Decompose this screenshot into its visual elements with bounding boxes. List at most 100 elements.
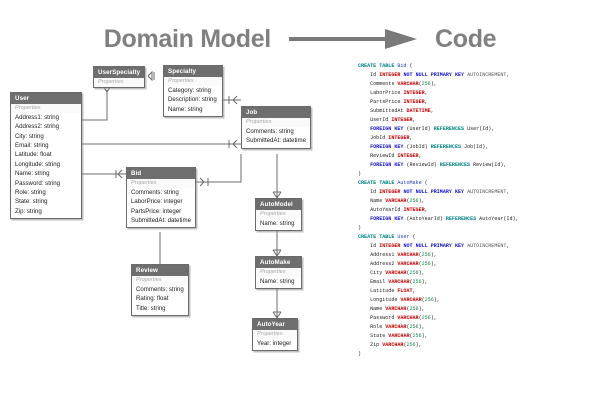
sql-code-panel[interactable]: CREATE TABLE Bid ( Id INTEGER NOT NULL P… (358, 62, 600, 400)
sql-close-line: ) (358, 171, 362, 177)
sql-column-line: Name VARCHAR(256), (358, 198, 425, 204)
entity-property: SubmittedAt: datetime (246, 137, 306, 145)
entity-property: Category: string (168, 86, 212, 94)
entity-property: Password: string (15, 179, 61, 187)
entity-property: Comments: string (136, 285, 184, 293)
entity-property: Longitude: string (15, 160, 61, 168)
sql-column-line: City VARCHAR(256), (358, 270, 425, 276)
entity-properties-label-userspecialty: Properties (94, 78, 144, 87)
sql-column-line: Address2 VARCHAR(256), (358, 261, 437, 267)
sql-column-line: Id INTEGER NOT NULL PRIMARY KEY AUTOINCR… (358, 243, 510, 249)
entity-title-automake: AutoMake (256, 257, 301, 269)
entity-property: Address1: string (15, 113, 60, 121)
entity-title-userspecialty: UserSpecialty (94, 67, 144, 79)
sql-column-line: Zip VARCHAR(256), (358, 342, 422, 348)
sql-column-line: LaborPrice INTEGER, (358, 90, 428, 96)
sql-column-line: Email VARCHAR(256), (358, 279, 428, 285)
sql-column-line: Name VARCHAR(256), (358, 306, 425, 312)
sql-column-line: SubmittedAt DATETIME, (358, 108, 434, 114)
entity-properties-label-automake: Properties (256, 268, 301, 277)
entity-properties-label-job: Properties (242, 118, 310, 127)
relationship-edges (82, 70, 282, 319)
sql-column-line: Password VARCHAR(256), (358, 315, 437, 321)
entity-properties-label-review: Properties (132, 276, 188, 285)
entity-properties-label-user: Properties (11, 104, 81, 113)
sql-create-line: CREATE TABLE User ( (358, 234, 416, 240)
header-banner: Domain Model Code (0, 18, 600, 60)
entity-properties-label-specialty: Properties (164, 77, 222, 86)
entity-property: Title: string (136, 304, 166, 312)
sql-column-line: Role VARCHAR(256), (358, 324, 425, 330)
sql-column-line: Id INTEGER NOT NULL PRIMARY KEY AUTOINCR… (358, 72, 510, 78)
sql-column-line: ReviewId INTEGER, (358, 153, 422, 159)
entity-property-list-autoyear: Year: integer (253, 339, 297, 350)
sql-create-line: CREATE TABLE AutoMake ( (358, 180, 428, 186)
entity-property: Comments: string (246, 127, 294, 135)
sql-close-line: ) (358, 225, 362, 231)
entity-property: Rating: float (136, 295, 169, 303)
entity-property: PartsPrice: integer (131, 207, 182, 215)
sql-column-line: FOREIGN KEY (ReviewId) REFERENCES Review… (370, 162, 507, 168)
entity-property: Name: string (260, 277, 295, 285)
entity-title-specialty: Specialty (164, 66, 222, 78)
sql-column-line: FOREIGN KEY (AutoYearId) REFERENCES Auto… (370, 216, 519, 222)
entity-property-list-automake: Name: string (256, 277, 301, 288)
right-arrow-icon (288, 27, 417, 51)
entity-property: Latitude: float (15, 151, 52, 159)
sql-column-line: AutoYearId INTEGER, (358, 207, 428, 213)
entity-property: State: string (15, 198, 48, 206)
sql-column-line: JobId INTEGER, (358, 135, 413, 141)
sql-close-line: ) (358, 351, 362, 357)
entity-property: Name: string (168, 105, 203, 113)
sql-column-line: Latitude FLOAT, (358, 288, 416, 294)
entity-property: Comments: string (131, 188, 179, 196)
sql-column-line: FOREIGN KEY (UserId) REFERENCES User(Id)… (370, 126, 495, 132)
entity-property: Name: string (15, 170, 50, 178)
entity-property: Role: string (15, 188, 46, 196)
entity-title-user: User (11, 93, 81, 105)
entity-properties-label-autoyear: Properties (253, 330, 297, 339)
entity-property: LaborPrice: integer (131, 198, 183, 206)
entity-title-job: Job (242, 107, 310, 119)
entity-property-list-automodel: Name: string (256, 219, 301, 230)
entity-property: Address2: string (15, 123, 60, 131)
sql-column-line: FOREIGN KEY (JobId) REFERENCES Job(Id), (370, 144, 489, 150)
entity-properties-label-bid: Properties (127, 179, 195, 188)
sql-column-line: Comments VARCHAR(256), (358, 81, 437, 87)
sql-column-line: State VARCHAR(256), (358, 333, 428, 339)
sql-column-line: Address1 VARCHAR(256), (358, 252, 437, 258)
sql-column-line: Longitude VARCHAR(256), (358, 297, 440, 303)
entity-title-bid: Bid (127, 168, 195, 180)
entity-title-review: Review (132, 265, 188, 277)
sql-column-line: UserId INTEGER, (358, 117, 416, 123)
sql-column-line: PartsPrice INTEGER, (358, 99, 428, 105)
entity-property: Zip: string (15, 207, 42, 215)
entity-property: Name: string (260, 219, 295, 227)
entity-property: City: string (15, 132, 44, 140)
entity-property: SubmittedAt: datetime (131, 217, 191, 225)
entity-property: Description: string (168, 96, 217, 104)
entity-property: Year: integer (257, 339, 292, 347)
sql-column-line: Id INTEGER NOT NULL PRIMARY KEY AUTOINCR… (358, 189, 510, 195)
page-title-code: Code (434, 24, 497, 53)
page-title-domain-model: Domain Model (103, 24, 272, 53)
entity-title-automodel: AutoModel (256, 199, 301, 211)
entity-properties-label-automodel: Properties (256, 210, 301, 219)
entity-title-autoyear: AutoYear (253, 319, 297, 331)
sql-create-line: CREATE TABLE Bid ( (358, 63, 413, 69)
